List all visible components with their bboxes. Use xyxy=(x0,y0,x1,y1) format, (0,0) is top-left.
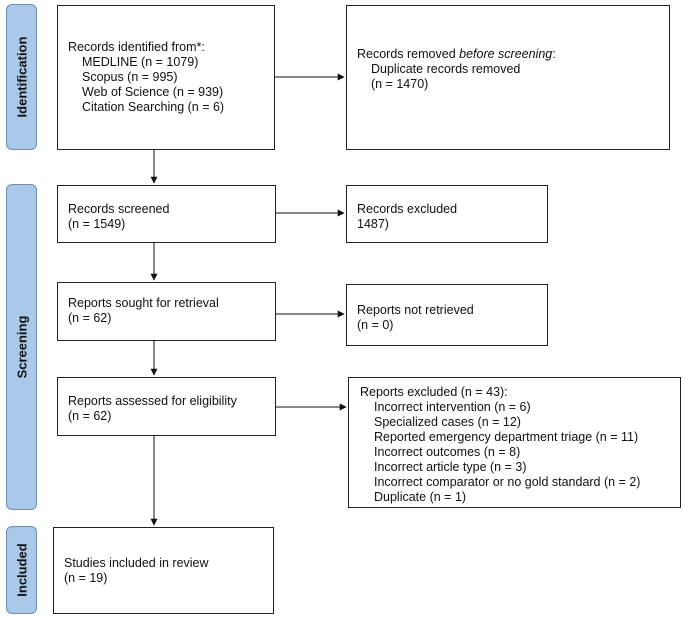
reports-excluded-title: Reports excluded (n = 43): xyxy=(360,385,508,399)
source-medline: MEDLINE (n = 1079) xyxy=(82,55,199,69)
reports-assessed-count: (n = 62) xyxy=(68,409,112,423)
records-removed-title: Records removed before screening: xyxy=(357,47,556,61)
duplicate-records-label: Duplicate records removed xyxy=(371,62,521,76)
exclusion-reason: Incorrect outcomes (n = 8) xyxy=(374,445,521,459)
exclusion-reason: Duplicate (n = 1) xyxy=(374,490,467,504)
phase-identification: Identification xyxy=(6,4,37,150)
records-excluded-title: Records excluded xyxy=(357,202,458,216)
exclusion-reason: Incorrect comparator or no gold standard… xyxy=(374,475,641,489)
records-identified-title: Records identified from*: xyxy=(68,40,205,54)
reports-excluded-box: Reports excluded (n = 43): Incorrect int… xyxy=(348,377,681,508)
records-identified-box: Records identified from*: MEDLINE (n = 1… xyxy=(57,5,275,150)
source-web-of-science: Web of Science (n = 939) xyxy=(82,85,224,99)
exclusion-reason: Incorrect article type (n = 3) xyxy=(374,460,527,474)
source-scopus: Scopus (n = 995) xyxy=(82,70,178,84)
reports-not-retrieved-count: (n = 0) xyxy=(357,318,394,332)
reports-not-retrieved-title: Reports not retrieved xyxy=(357,303,474,317)
exclusion-reason: Specialized cases (n = 12) xyxy=(374,415,521,429)
records-screened-title: Records screened xyxy=(68,202,170,216)
records-excluded-box: Records excluded 1487) xyxy=(346,185,548,243)
reports-sought-box: Reports sought for retrieval (n = 62) xyxy=(57,282,276,341)
studies-included-box: Studies included in review (n = 19) xyxy=(53,527,274,614)
phase-screening: Screening xyxy=(6,184,37,510)
duplicate-records-count: (n = 1470) xyxy=(371,77,429,91)
studies-included-title: Studies included in review xyxy=(64,556,209,570)
source-citation-searching: Citation Searching (n = 6) xyxy=(82,100,225,114)
records-screened-count: (n = 1549) xyxy=(68,217,126,231)
records-excluded-count: 1487) xyxy=(357,217,389,231)
reports-sought-count: (n = 62) xyxy=(68,311,112,325)
records-removed-box: Records removed before screening: Duplic… xyxy=(346,5,670,150)
reports-sought-title: Reports sought for retrieval xyxy=(68,296,219,310)
reports-assessed-title: Reports assessed for eligibility xyxy=(68,394,237,408)
reports-assessed-box: Reports assessed for eligibility (n = 62… xyxy=(57,377,276,436)
exclusion-reason: Reported emergency department triage (n … xyxy=(374,430,639,444)
phase-included: Included xyxy=(6,526,37,614)
reports-not-retrieved-box: Reports not retrieved (n = 0) xyxy=(346,284,548,346)
exclusion-reason: Incorrect intervention (n = 6) xyxy=(374,400,531,414)
records-screened-box: Records screened (n = 1549) xyxy=(57,185,276,243)
studies-included-count: (n = 19) xyxy=(64,571,108,585)
